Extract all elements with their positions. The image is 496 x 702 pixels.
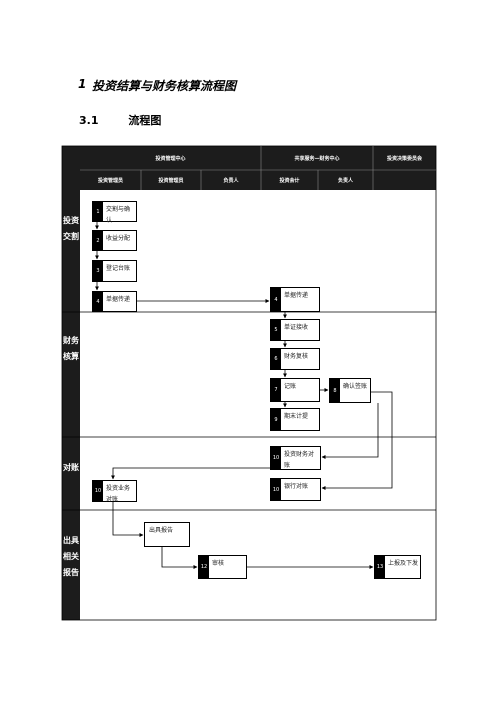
- node-issue-report: 出具报告: [144, 522, 190, 547]
- subsection-number: 3.1: [79, 114, 99, 127]
- header-role-5: 负责人: [337, 178, 353, 184]
- connector-arrows: [95, 221, 393, 569]
- subsection-heading: 3.1 流程图: [79, 112, 161, 128]
- section-heading: 1 投资结算与财务核算流程图: [78, 77, 237, 94]
- section-title: 投资结算与财务核算流程图: [92, 79, 237, 93]
- lane-label-column: [62, 190, 80, 620]
- header-group-investment-center: 投资管理中心: [155, 156, 186, 162]
- lane-label-delivery: 投资交割: [63, 216, 79, 241]
- subsection-title: 流程图: [128, 114, 162, 127]
- header-role-2: 投资管理员: [158, 178, 184, 184]
- lane-label-reports: 出具相关报告: [63, 536, 79, 577]
- section-number: 1: [78, 77, 87, 91]
- header-role-1: 投资管理员: [97, 178, 123, 184]
- lane-label-reconciliation: 对账: [63, 463, 79, 472]
- header-group-shared-finance: 共享服务—财务中心: [294, 156, 340, 162]
- header-band: [62, 146, 436, 190]
- swimlane-frame: [61, 145, 437, 621]
- header-role-4: 投资会计: [279, 178, 300, 184]
- header-group-decision-committee: 投资决策委员会: [386, 156, 422, 162]
- header-role-3: 负责人: [223, 178, 239, 184]
- lane-label-accounting: 财务核算: [63, 336, 79, 361]
